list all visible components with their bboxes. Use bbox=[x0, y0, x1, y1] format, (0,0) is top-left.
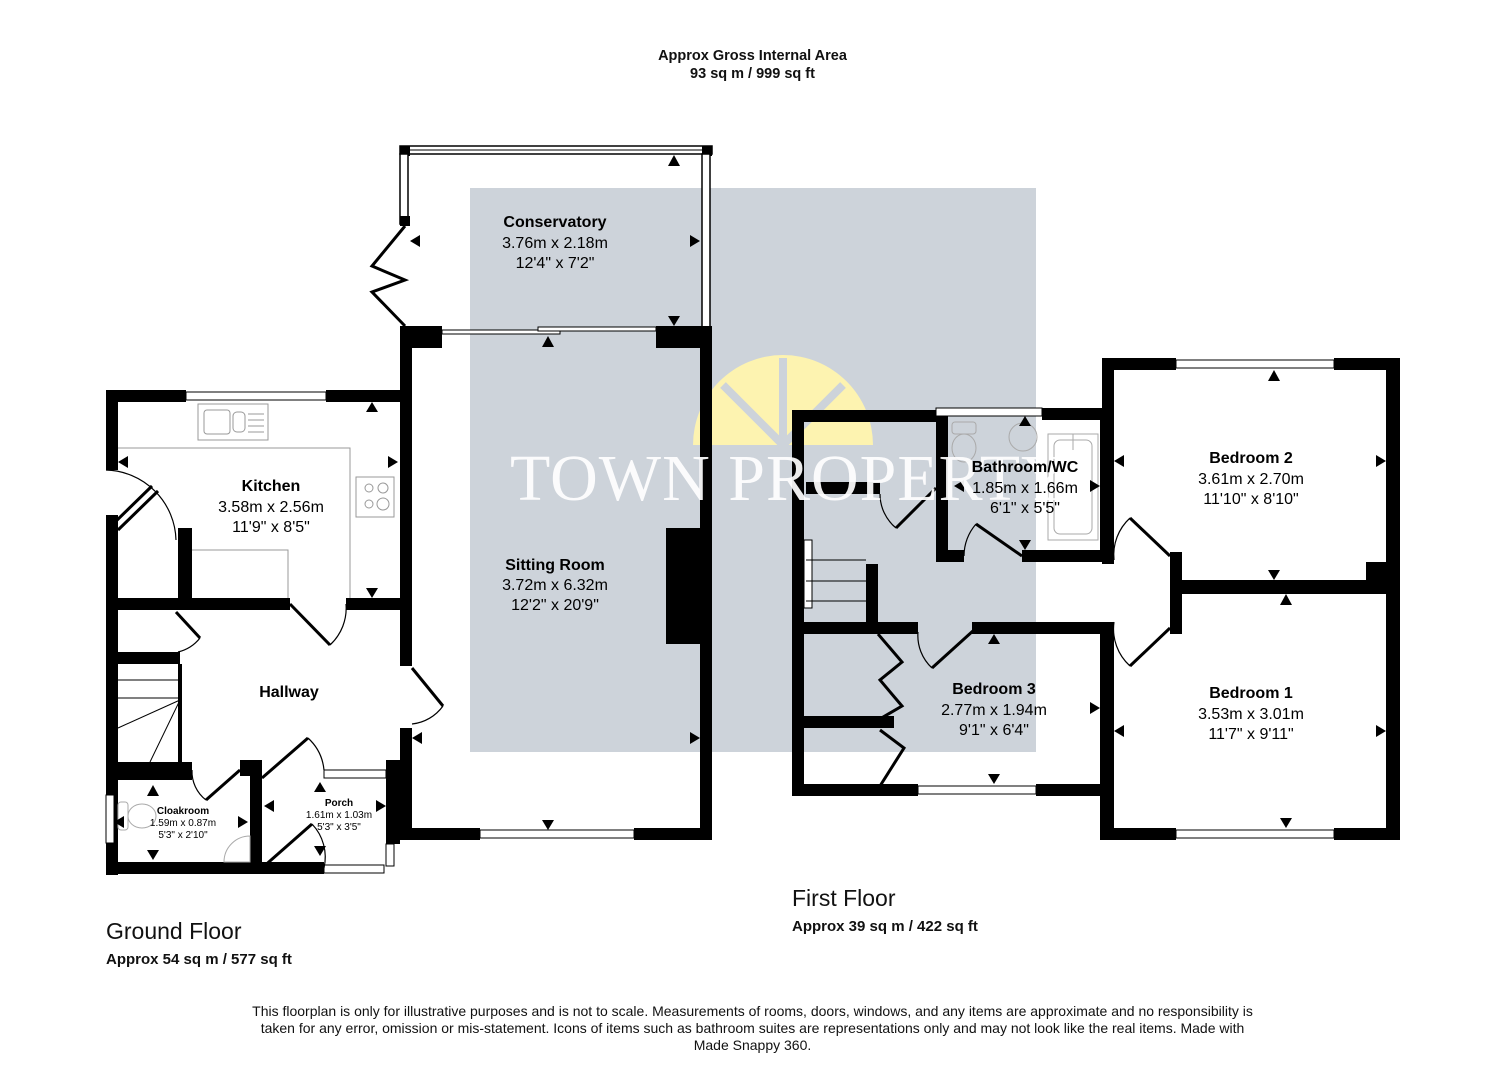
room-bedroom-1: Bedroom 1 3.53m x 3.01m 11'7" x 9'11" bbox=[1198, 685, 1304, 743]
hob-icon bbox=[355, 476, 395, 518]
ground-floor-area: Approx 54 sq m / 577 sq ft bbox=[106, 951, 292, 968]
room-bathroom-wc: Bathroom/WC 1.85m x 1.66m 6'1" x 5'5" bbox=[972, 459, 1079, 517]
room-cloakroom: Cloakroom 1.59m x 0.87m 5'3" x 2'10" bbox=[150, 806, 216, 841]
svg-text:Conservatory: Conservatory bbox=[503, 214, 606, 231]
sink-icon bbox=[197, 403, 269, 441]
svg-text:3.58m x 2.56m: 3.58m x 2.56m bbox=[218, 499, 324, 516]
svg-text:Bedroom 2: Bedroom 2 bbox=[1209, 450, 1293, 467]
room-bedroom-3: Bedroom 3 2.77m x 1.94m 9'1" x 6'4" bbox=[941, 681, 1047, 739]
room-kitchen: Kitchen 3.58m x 2.56m 11'9" x 8'5" bbox=[218, 478, 324, 536]
svg-text:Kitchen: Kitchen bbox=[242, 478, 301, 495]
svg-text:12'2" x 20'9": 12'2" x 20'9" bbox=[511, 597, 599, 614]
svg-text:Sitting Room: Sitting Room bbox=[505, 557, 605, 574]
svg-text:Porch: Porch bbox=[325, 798, 353, 809]
svg-text:1.61m x 1.03m: 1.61m x 1.03m bbox=[306, 810, 372, 821]
svg-text:12'4" x 7'2": 12'4" x 7'2" bbox=[516, 255, 595, 272]
basin-icon bbox=[223, 835, 251, 863]
stairs-icon bbox=[117, 679, 181, 763]
svg-text:3.53m x 3.01m: 3.53m x 3.01m bbox=[1198, 706, 1304, 723]
svg-text:5'3" x 3'5": 5'3" x 3'5" bbox=[317, 822, 361, 833]
measurement-arrows bbox=[954, 370, 1386, 828]
svg-text:Bedroom 1: Bedroom 1 bbox=[1209, 685, 1293, 702]
svg-text:11'10" x 8'10": 11'10" x 8'10" bbox=[1203, 491, 1298, 508]
first-floor-title: First Floor bbox=[792, 885, 896, 911]
svg-text:1.85m x 1.66m: 1.85m x 1.66m bbox=[972, 480, 1078, 497]
ground-floor-title: Ground Floor bbox=[106, 918, 242, 944]
room-bedroom-2: Bedroom 2 3.61m x 2.70m 11'10" x 8'10" bbox=[1198, 450, 1304, 508]
ground-floor-plan bbox=[105, 145, 713, 875]
first-floor-plan bbox=[792, 358, 1400, 840]
svg-text:3.72m x 6.32m: 3.72m x 6.32m bbox=[502, 577, 608, 594]
svg-text:9'1" x 6'4": 9'1" x 6'4" bbox=[959, 722, 1029, 739]
svg-text:11'9" x 8'5": 11'9" x 8'5" bbox=[232, 519, 310, 536]
room-conservatory: Conservatory 3.76m x 2.18m 12'4" x 7'2" bbox=[502, 214, 608, 272]
svg-text:11'7" x 9'11": 11'7" x 9'11" bbox=[1208, 726, 1293, 743]
room-porch: Porch 1.61m x 1.03m 5'3" x 3'5" bbox=[306, 798, 372, 833]
room-hallway: Hallway bbox=[259, 684, 319, 701]
first-floor-caption: First Floor Approx 39 sq m / 422 sq ft bbox=[792, 885, 978, 935]
svg-text:2.77m x 1.94m: 2.77m x 1.94m bbox=[941, 702, 1047, 719]
svg-text:Bedroom 3: Bedroom 3 bbox=[952, 681, 1036, 698]
svg-text:Hallway: Hallway bbox=[259, 684, 319, 701]
gia-value: 93 sq m / 999 sq ft bbox=[690, 66, 815, 82]
disclaimer: This floorplan is only for illustrative … bbox=[252, 1003, 1253, 1053]
toilet-icon bbox=[117, 801, 157, 831]
room-sitting-room: Sitting Room 3.72m x 6.32m 12'2" x 20'9" bbox=[502, 557, 608, 614]
watermark-text: TOWN PROPERTY bbox=[510, 442, 1070, 515]
measurement-arrows bbox=[114, 155, 700, 860]
svg-text:5'3" x 2'10": 5'3" x 2'10" bbox=[158, 830, 208, 841]
svg-text:3.76m x 2.18m: 3.76m x 2.18m bbox=[502, 235, 608, 252]
ground-floor-caption: Ground Floor Approx 54 sq m / 577 sq ft bbox=[106, 918, 292, 968]
gross-internal-area: Approx Gross Internal Area 93 sq m / 999… bbox=[0, 47, 1505, 83]
svg-text:Cloakroom: Cloakroom bbox=[157, 806, 209, 817]
stairs-icon bbox=[806, 559, 866, 602]
svg-text:3.61m x 2.70m: 3.61m x 2.70m bbox=[1198, 471, 1304, 488]
svg-text:6'1" x 5'5": 6'1" x 5'5" bbox=[990, 500, 1060, 517]
gia-title: Approx Gross Internal Area bbox=[658, 48, 847, 64]
svg-text:1.59m x 0.87m: 1.59m x 0.87m bbox=[150, 818, 216, 829]
first-floor-area: Approx 39 sq m / 422 sq ft bbox=[792, 918, 978, 935]
room-labels: Conservatory 3.76m x 2.18m 12'4" x 7'2" … bbox=[150, 214, 1304, 841]
svg-text:Bathroom/WC: Bathroom/WC bbox=[972, 459, 1079, 476]
